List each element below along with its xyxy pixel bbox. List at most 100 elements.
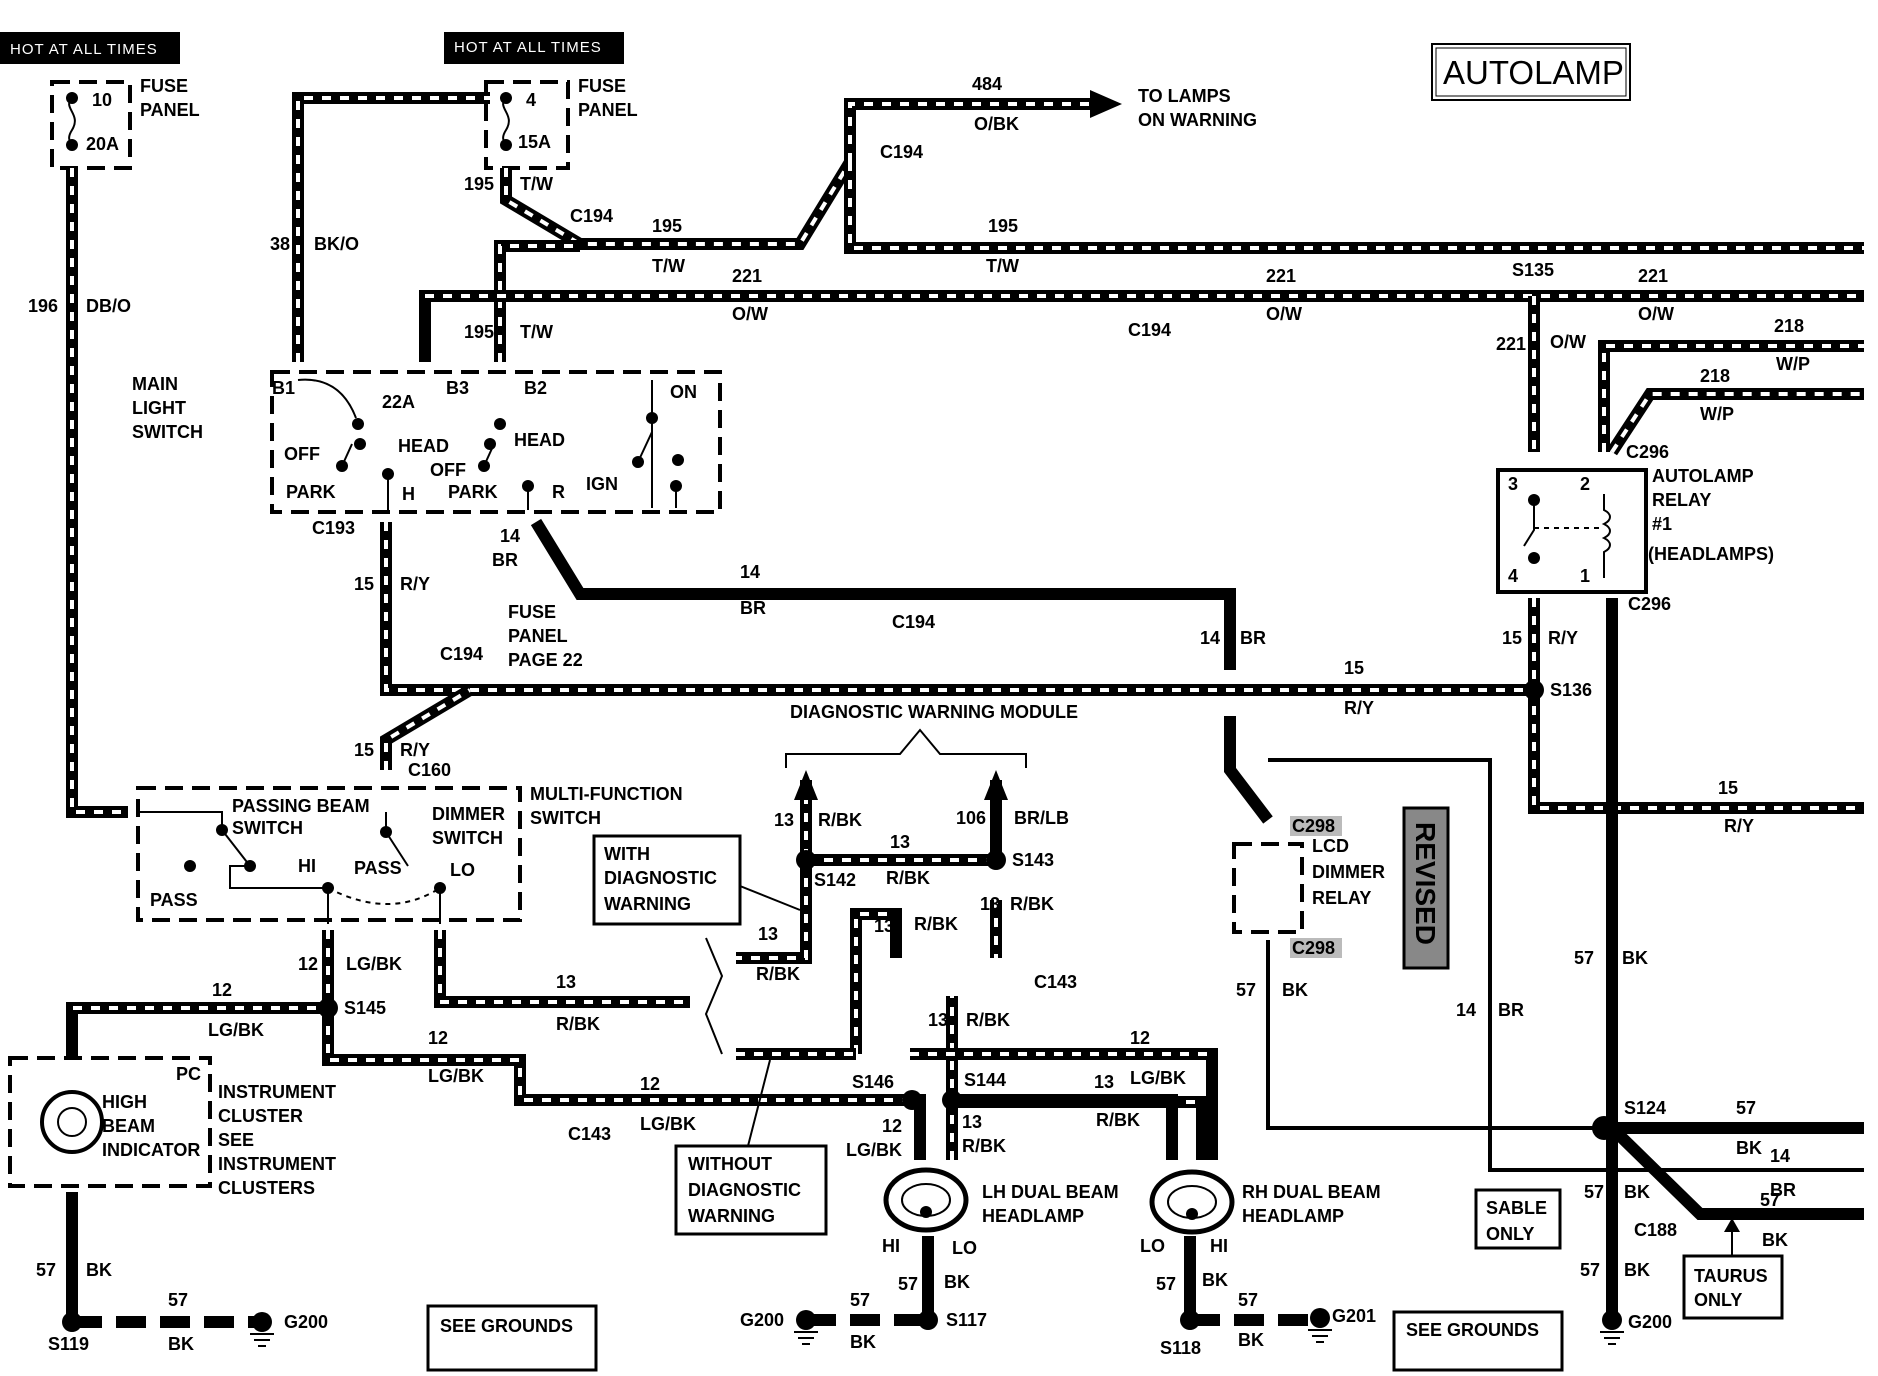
svg-text:O/BK: O/BK: [974, 114, 1019, 134]
svg-text:R/Y: R/Y: [1548, 628, 1578, 648]
svg-text:BR: BR: [492, 550, 518, 570]
svg-text:BK: BK: [1202, 1270, 1228, 1290]
svg-text:R/BK: R/BK: [962, 1136, 1006, 1156]
instrument-cluster: PC HIGH BEAM INDICATOR INSTRUMENT CLUSTE…: [8, 1056, 336, 1198]
svg-text:T/W: T/W: [520, 174, 553, 194]
svg-text:C143: C143: [568, 1124, 611, 1144]
svg-text:221: 221: [1266, 266, 1296, 286]
svg-text:195: 195: [652, 216, 682, 236]
svg-text:AUTOLAMP: AUTOLAMP: [1652, 466, 1754, 486]
svg-text:HI: HI: [882, 1236, 900, 1256]
svg-text:15: 15: [354, 740, 374, 760]
svg-text:C194: C194: [570, 206, 613, 226]
svg-text:SEE GROUNDS: SEE GROUNDS: [1406, 1320, 1539, 1340]
svg-text:T/W: T/W: [986, 256, 1019, 276]
svg-text:IGN: IGN: [586, 474, 618, 494]
see-grounds-box-2: SEE GROUNDS: [1392, 1310, 1564, 1372]
svg-text:B2: B2: [524, 378, 547, 398]
svg-text:O/W: O/W: [1266, 304, 1302, 324]
svg-text:PC: PC: [176, 1064, 201, 1084]
svg-text:PARK: PARK: [286, 482, 336, 502]
svg-text:O/W: O/W: [1550, 332, 1586, 352]
see-grounds-box-1: SEE GROUNDS: [426, 1304, 598, 1372]
svg-text:BR: BR: [1770, 1180, 1796, 1200]
svg-text:13: 13: [874, 916, 894, 936]
svg-text:FUSE: FUSE: [508, 602, 556, 622]
svg-text:C296: C296: [1626, 442, 1669, 462]
svg-text:106: 106: [956, 808, 986, 828]
svg-text:R/Y: R/Y: [400, 574, 430, 594]
svg-text:221: 221: [1496, 334, 1526, 354]
svg-text:13: 13: [774, 810, 794, 830]
svg-text:AUTOLAMP: AUTOLAMP: [1443, 54, 1624, 91]
splice-labels: S135 S136 S124 S142 S143 S145 S146 S144 …: [48, 260, 1666, 1358]
svg-text:12: 12: [640, 1074, 660, 1094]
svg-text:BK: BK: [1282, 980, 1308, 1000]
svg-text:LO: LO: [952, 1238, 977, 1258]
svg-text:DIMMER: DIMMER: [432, 804, 505, 824]
svg-text:221: 221: [732, 266, 762, 286]
svg-text:BK: BK: [168, 1334, 194, 1354]
svg-text:PASS: PASS: [354, 858, 402, 878]
svg-text:HOT AT ALL TIMES: HOT AT ALL TIMES: [10, 41, 158, 58]
svg-text:14: 14: [1456, 1000, 1476, 1020]
svg-text:SEE: SEE: [218, 1130, 254, 1150]
svg-text:B1: B1: [272, 378, 295, 398]
fuse-10-20a: 10 20A FUSE PANEL: [50, 76, 200, 170]
svg-text:PASSING BEAM: PASSING BEAM: [232, 796, 370, 816]
svg-text:S118: S118: [1160, 1338, 1201, 1358]
svg-text:4: 4: [1508, 566, 1518, 586]
wire-38: [292, 92, 490, 362]
svg-text:CLUSTERS: CLUSTERS: [218, 1178, 315, 1198]
svg-text:195: 195: [464, 322, 494, 342]
diagram-title: AUTOLAMP: [1431, 43, 1631, 101]
svg-text:OFF: OFF: [430, 460, 466, 480]
svg-text:13: 13: [980, 894, 1000, 914]
wire-106: [984, 770, 1008, 858]
svg-text:HI: HI: [1210, 1236, 1228, 1256]
taurus-only-box: TAURUS ONLY: [1682, 1218, 1784, 1320]
svg-text:G200: G200: [1628, 1312, 1672, 1332]
svg-text:3: 3: [1508, 474, 1518, 494]
svg-text:S135: S135: [1512, 260, 1554, 280]
wire-13: [434, 854, 1208, 1160]
svg-text:TO LAMPS: TO LAMPS: [1138, 86, 1231, 106]
svg-text:S119: S119: [48, 1334, 89, 1354]
svg-text:CLUSTER: CLUSTER: [218, 1106, 303, 1126]
svg-text:R/BK: R/BK: [756, 964, 800, 984]
svg-text:R/BK: R/BK: [966, 1010, 1010, 1030]
svg-text:C160: C160: [408, 760, 451, 780]
svg-text:R/Y: R/Y: [400, 740, 430, 760]
svg-text:C296: C296: [1628, 594, 1671, 614]
svg-text:14: 14: [1200, 628, 1220, 648]
wire-484: [844, 90, 1122, 162]
svg-text:MULTI-FUNCTION: MULTI-FUNCTION: [530, 784, 683, 804]
svg-text:HIGH: HIGH: [102, 1092, 147, 1112]
svg-text:HEAD: HEAD: [398, 436, 449, 456]
svg-text:RELAY: RELAY: [1652, 490, 1711, 510]
sable-only-box: SABLE ONLY: [1474, 1188, 1562, 1250]
svg-text:57: 57: [168, 1290, 188, 1310]
svg-text:R/BK: R/BK: [914, 914, 958, 934]
svg-text:LIGHT: LIGHT: [132, 398, 186, 418]
svg-text:2: 2: [1580, 474, 1590, 494]
svg-text:W/P: W/P: [1776, 354, 1810, 374]
svg-text:R/Y: R/Y: [1344, 698, 1374, 718]
svg-text:LG/BK: LG/BK: [346, 954, 402, 974]
svg-text:15: 15: [1344, 658, 1364, 678]
svg-text:BK/O: BK/O: [314, 234, 359, 254]
svg-text:RH DUAL BEAM: RH DUAL BEAM: [1242, 1182, 1381, 1202]
svg-text:13: 13: [1094, 1072, 1114, 1092]
svg-text:OFF: OFF: [284, 444, 320, 464]
svg-text:INDICATOR: INDICATOR: [102, 1140, 200, 1160]
wire-218: [1598, 340, 1864, 456]
svg-text:15: 15: [1718, 778, 1738, 798]
svg-text:PANEL: PANEL: [140, 100, 200, 120]
svg-text:HEAD: HEAD: [514, 430, 565, 450]
to-lamps-on-warning-label: TO LAMPS ON WARNING: [1138, 86, 1257, 130]
svg-text:R/BK: R/BK: [1096, 1110, 1140, 1130]
svg-text:ON: ON: [670, 382, 697, 402]
svg-text:14: 14: [500, 526, 520, 546]
svg-text:12: 12: [428, 1028, 448, 1048]
